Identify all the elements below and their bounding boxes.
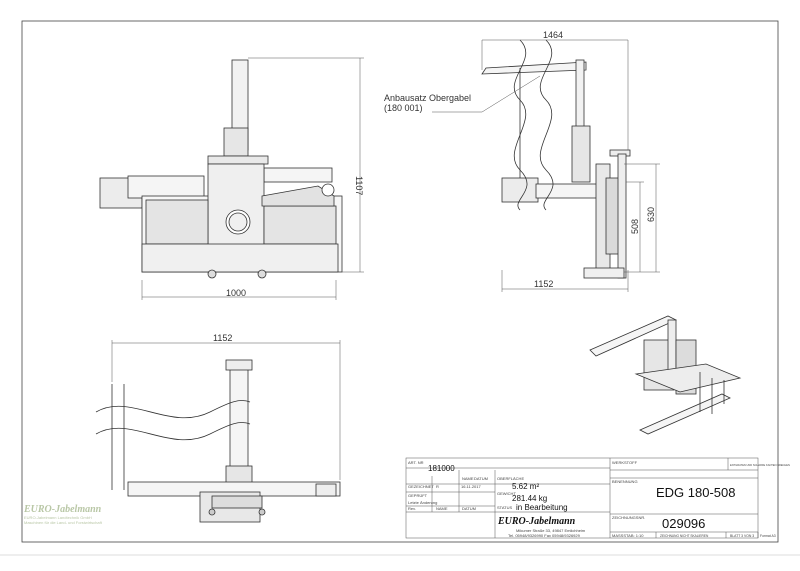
dim-side-height-1: 508 (630, 219, 640, 234)
watermark-line-2: Maschinen für die Land- und Forstwirtsch… (24, 520, 102, 525)
dim-top-width: 1152 (213, 333, 232, 343)
label-no-scale: ZEICHNUNG NICHT SKALIEREN (660, 534, 709, 538)
value-drawing-no: 029096 (662, 516, 705, 531)
label-rev: Rev. (408, 506, 416, 511)
value-designation: EDG 180-508 (656, 485, 736, 500)
label-surface: OBERFLÄCHE (497, 476, 524, 481)
isometric-view (589, 315, 742, 435)
title-block (405, 457, 759, 539)
title-block-brand: EURO-Jabelmann (497, 516, 576, 527)
label-name: NAME (462, 476, 474, 481)
label-checked: GEPRÜFT (408, 493, 428, 498)
label-last-change: Letzte Änderung (408, 500, 437, 505)
callout-line-2: (180 001) (384, 103, 423, 113)
label-name-2: NAME (436, 506, 448, 511)
dim-front-width: 1000 (226, 288, 246, 298)
label-status: STATUS (497, 505, 513, 510)
label-scale: MASSSTAB: 1:10 (612, 533, 644, 538)
value-surface: 5.62 m² (512, 482, 539, 491)
brand-watermark: EURO-Jabelmann EURO-Jabelmann Landtechni… (24, 504, 126, 530)
dim-side-bottom-width: 1152 (534, 279, 553, 289)
top-view (111, 359, 341, 523)
label-date: DATUM (474, 476, 488, 481)
label-designation: BENENNUNG (612, 479, 638, 484)
drawing-frame (21, 20, 779, 543)
front-view (99, 59, 343, 279)
label-drawing-no: ZEICHNUNGSNR. (612, 515, 645, 520)
label-weight: GEWICHT (497, 491, 516, 496)
side-view (481, 59, 631, 279)
value-weight: 281.44 kg (512, 494, 547, 503)
label-date-2: DATUM (462, 506, 476, 511)
dim-side-top-width: 1464 (543, 30, 563, 40)
label-sheet: BLATT 3 VON 3 (730, 534, 754, 538)
value-status: in Bearbeitung (516, 503, 568, 512)
dim-front-height: 1107 (354, 176, 364, 195)
label-format: Format A3 (760, 534, 776, 538)
callout-line-1: Anbausatz Obergabel (384, 93, 471, 103)
watermark-line-1: EURO-Jabelmann Landtechnik GmbH (24, 515, 92, 520)
value-art-nr: 181000 (428, 464, 455, 473)
label-deburr: ENTGRATEN UND SCHARFE KANTEN BRECHEN (730, 463, 790, 467)
watermark-brand: EURO-Jabelmann (24, 504, 102, 515)
label-material: WERKSTOFF (612, 460, 638, 465)
title-block-address: Mikumer Straße 33, 49847 Emlichheim (516, 528, 586, 533)
dim-side-height-2: 630 (646, 207, 656, 222)
label-art-nr: ART. NR (408, 460, 424, 465)
value-drawn-date: 16.11.2017 (461, 484, 481, 489)
value-drawn-name: R (436, 484, 439, 489)
label-drawn: GEZEICHNET (408, 484, 434, 489)
title-block-phone: Tel. 05948/9326990 Fax 05948/9326929 (508, 533, 581, 538)
